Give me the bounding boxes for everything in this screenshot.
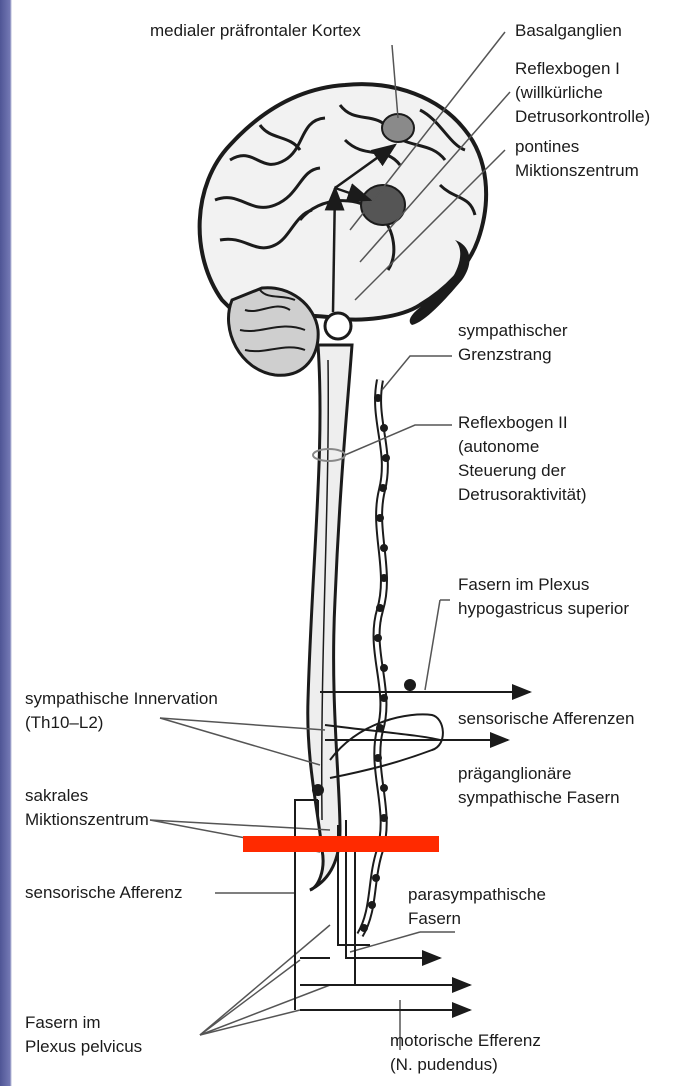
label-pelvicus-line1: Fasern im [25, 1012, 101, 1034]
label-reflex2-line2: (autonome [458, 436, 539, 458]
label-sensory-afferent: sensorische Afferenz [25, 882, 183, 904]
label-reflex1-line3: Detrusorkontrolle) [515, 106, 650, 128]
label-sacral-line1: sakrales [25, 785, 88, 807]
label-reflex1-line2: (willkürliche [515, 82, 603, 104]
label-parasymp-line1: parasympathische [408, 884, 546, 906]
label-symp-innervation-line1: sympathische Innervation [25, 688, 218, 710]
label-symp-innervation-line2: (Th10–L2) [25, 712, 103, 734]
label-reflex2-line3: Steuerung der [458, 460, 566, 482]
label-symp-trunk-line2: Grenzstrang [458, 344, 552, 366]
highlight-bar [243, 836, 439, 852]
label-mpfc: medialer präfrontaler Kortex [150, 20, 361, 42]
label-plexus-sup-line1: Fasern im Plexus [458, 574, 589, 596]
label-pontine-line2: Miktionszentrum [515, 160, 639, 182]
label-sensory-afferents: sensorische Afferenzen [458, 708, 634, 730]
label-parasymp-line2: Fasern [408, 908, 461, 930]
label-reflex1-line1: Reflexbogen I [515, 58, 620, 80]
label-preganglionic-line1: präganglionäre [458, 763, 571, 785]
label-reflex2-line4: Detrusoraktivität) [458, 484, 586, 506]
label-pelvicus-line2: Plexus pelvicus [25, 1036, 142, 1058]
label-reflex2-line1: Reflexbogen II [458, 412, 568, 434]
label-motor-line1: motorische Efferenz [390, 1030, 541, 1052]
label-sacral-line2: Miktionszentrum [25, 809, 149, 831]
label-basal-ganglia: Basalganglien [515, 20, 622, 42]
pontine-center-circle [325, 313, 351, 339]
label-symp-trunk-line1: sympathischer [458, 320, 568, 342]
label-plexus-sup-line2: hypogastricus superior [458, 598, 629, 620]
spinal-cord [308, 345, 352, 890]
label-preganglionic-line2: sympathische Fasern [458, 787, 620, 809]
label-motor-line2: (N. pudendus) [390, 1054, 498, 1076]
prefrontal-spot [382, 114, 414, 142]
label-pontine-line1: pontines [515, 136, 579, 158]
